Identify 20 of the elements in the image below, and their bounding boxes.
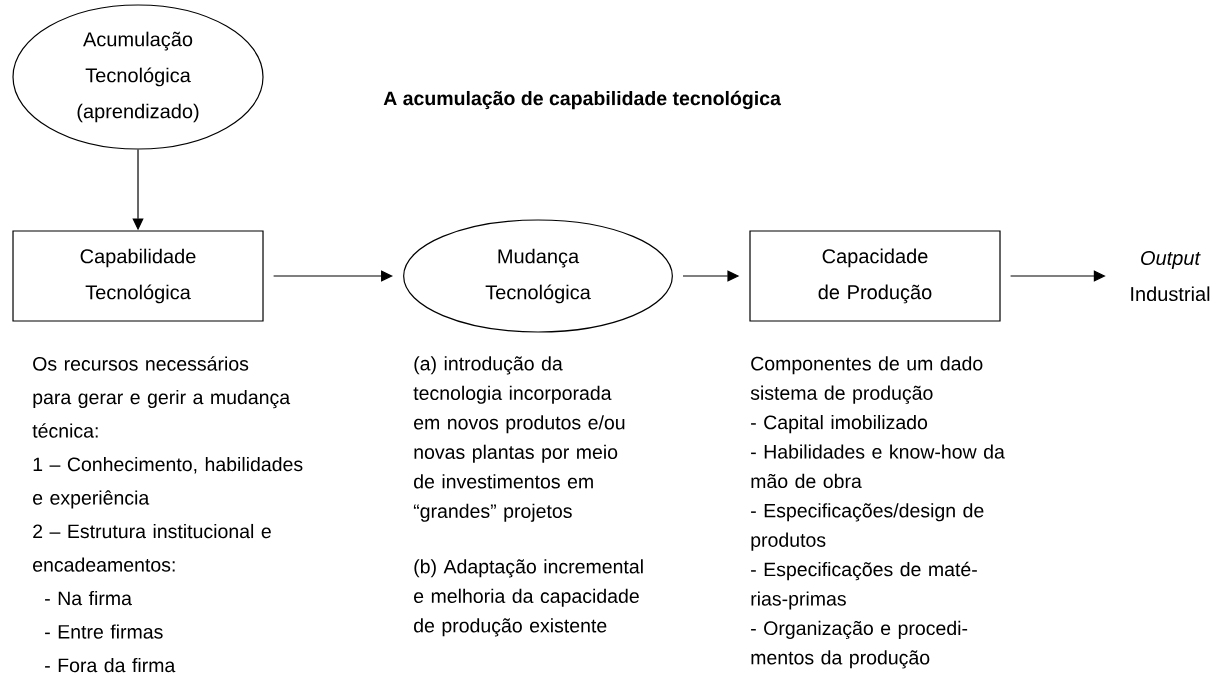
note-text: - Fora da firma — [45, 657, 176, 673]
note-text: - Especificações de maté- rias-primas — [751, 561, 977, 610]
title: A acumulação de capabilidade tecnológica — [383, 90, 782, 110]
note-text: Os recursos necessários para gerar e gerir a mudança técnica: — [32, 356, 291, 438]
process-box: Capacidade de Produção — [749, 230, 1001, 322]
note-text: - Entre firmas — [45, 624, 163, 639]
note-text: - Na firma — [45, 590, 132, 606]
ellipse-node: Acumulação Tecnológica (aprendizado) — [12, 4, 264, 150]
note-text: - Habilidades e know-how da mão de obra — [751, 444, 1005, 489]
process-box: Capabilidade Tecnológica — [12, 230, 264, 322]
note-text: (a) introdução da tecnologia incorporada em novos produtos e/ou novas plantas por meio de investimentos em “grandes” projetos — [413, 356, 625, 522]
note-text: - Especificações/design de produtos — [751, 503, 984, 551]
note-text: 1 – Conhecimento, habilidades e experiência — [33, 456, 303, 509]
note-text: 2 – Estrutura institucional e encadeamentos: — [33, 523, 271, 572]
note-text: - Capital imobilizado — [751, 415, 928, 434]
note-text: Componentes de um dado sistema de produção — [750, 356, 983, 404]
output-text: Output Industrial — [1131, 250, 1210, 302]
note-text: - Organização e procedi- mentos da produção — [751, 620, 968, 669]
ellipse-node: Mudança Tecnológica — [403, 219, 673, 333]
note-text: (b) Adaptação incremental e melhoria da capacidade de produção existente — [414, 559, 643, 637]
